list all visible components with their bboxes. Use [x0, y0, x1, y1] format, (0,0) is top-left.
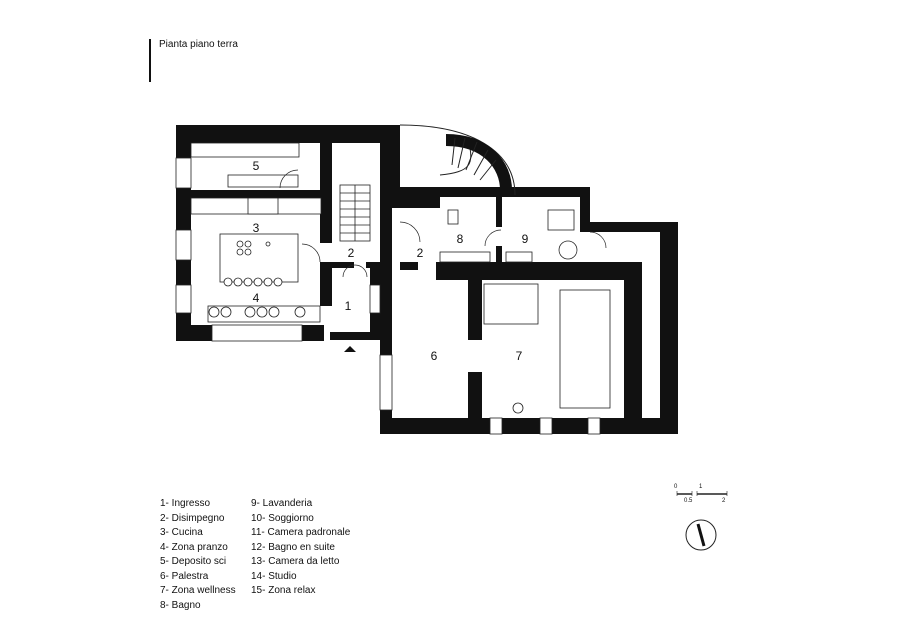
legend-item: 6- Palestra	[160, 570, 209, 582]
legend-item: 15- Zona relax	[251, 585, 316, 596]
room-number: 5	[253, 159, 260, 173]
wall	[330, 332, 384, 340]
wall	[176, 125, 400, 143]
legend-item: 9- Lavanderia	[251, 498, 313, 509]
entrance-arrow-icon	[344, 346, 356, 352]
north-arrow-icon	[685, 519, 717, 551]
floor-plan: 1 2 2 3 4 5 6 7 8 9	[175, 124, 678, 435]
scale-bar: 0 1 0.5 2	[672, 484, 732, 508]
legend-item: 1- Ingresso	[160, 498, 211, 509]
wall	[320, 125, 332, 243]
room-number: 3	[253, 221, 260, 235]
wall	[436, 262, 642, 280]
legend-item: 14- Studio	[251, 570, 297, 582]
room-number: 1	[345, 299, 352, 313]
room-legend: 1- Ingresso 2- Disimpegno 3- Cucina 4- Z…	[160, 497, 350, 613]
wall	[660, 222, 678, 434]
wall	[366, 262, 384, 268]
wall	[580, 190, 590, 226]
windows	[175, 157, 601, 435]
wall	[468, 280, 482, 340]
room-labels: 1 2 2 3 4 5 6 7 8 9	[253, 159, 529, 363]
wall	[380, 187, 590, 197]
wall	[191, 190, 331, 198]
legend-item: 11- Camera padronale	[251, 527, 351, 538]
scale-label: 1	[699, 484, 703, 490]
room-number: 9	[522, 232, 529, 246]
legend-item: 2- Disimpegno	[160, 512, 225, 524]
wall	[496, 197, 502, 227]
wall	[380, 187, 392, 347]
scale-label: 2	[722, 498, 726, 504]
legend-item: 13- Camera da letto	[251, 556, 340, 567]
room-number: 4	[253, 291, 260, 305]
room-number: 8	[457, 232, 464, 246]
legend-item: 8- Bagno	[160, 599, 201, 611]
straight-stair	[339, 184, 371, 242]
wall	[496, 246, 502, 262]
room-number: 7	[516, 349, 523, 363]
legend-item: 12- Bagno en suite	[251, 541, 335, 553]
legend-item: 5- Deposito sci	[160, 556, 227, 567]
wall	[380, 125, 400, 187]
scale-label: 0	[674, 484, 678, 490]
spiral-stair	[399, 124, 516, 196]
wall	[380, 190, 440, 208]
wall	[400, 262, 418, 270]
wall	[468, 372, 482, 422]
scale-label: 0.5	[684, 498, 693, 504]
page-title: Pianta piano terra	[159, 39, 238, 50]
wall	[332, 262, 354, 268]
wall	[320, 262, 332, 306]
legend-item: 7- Zona wellness	[160, 585, 236, 596]
legend-column-2: 9- Lavanderia 10- Soggiorno 11- Camera p…	[251, 497, 350, 613]
title-rule	[149, 39, 151, 82]
legend-item: 3- Cucina	[160, 527, 203, 538]
furniture	[190, 142, 611, 414]
legend-column-1: 1- Ingresso 2- Disimpegno 3- Cucina 4- Z…	[160, 497, 237, 613]
legend-item: 4- Zona pranzo	[160, 541, 228, 553]
wall	[580, 222, 678, 232]
door-swings	[279, 169, 607, 278]
room-number: 2	[417, 246, 424, 260]
legend-item: 10- Soggiorno	[251, 512, 314, 524]
wall	[624, 262, 642, 434]
room-number: 2	[348, 246, 355, 260]
room-number: 6	[431, 349, 438, 363]
wall	[380, 418, 678, 434]
